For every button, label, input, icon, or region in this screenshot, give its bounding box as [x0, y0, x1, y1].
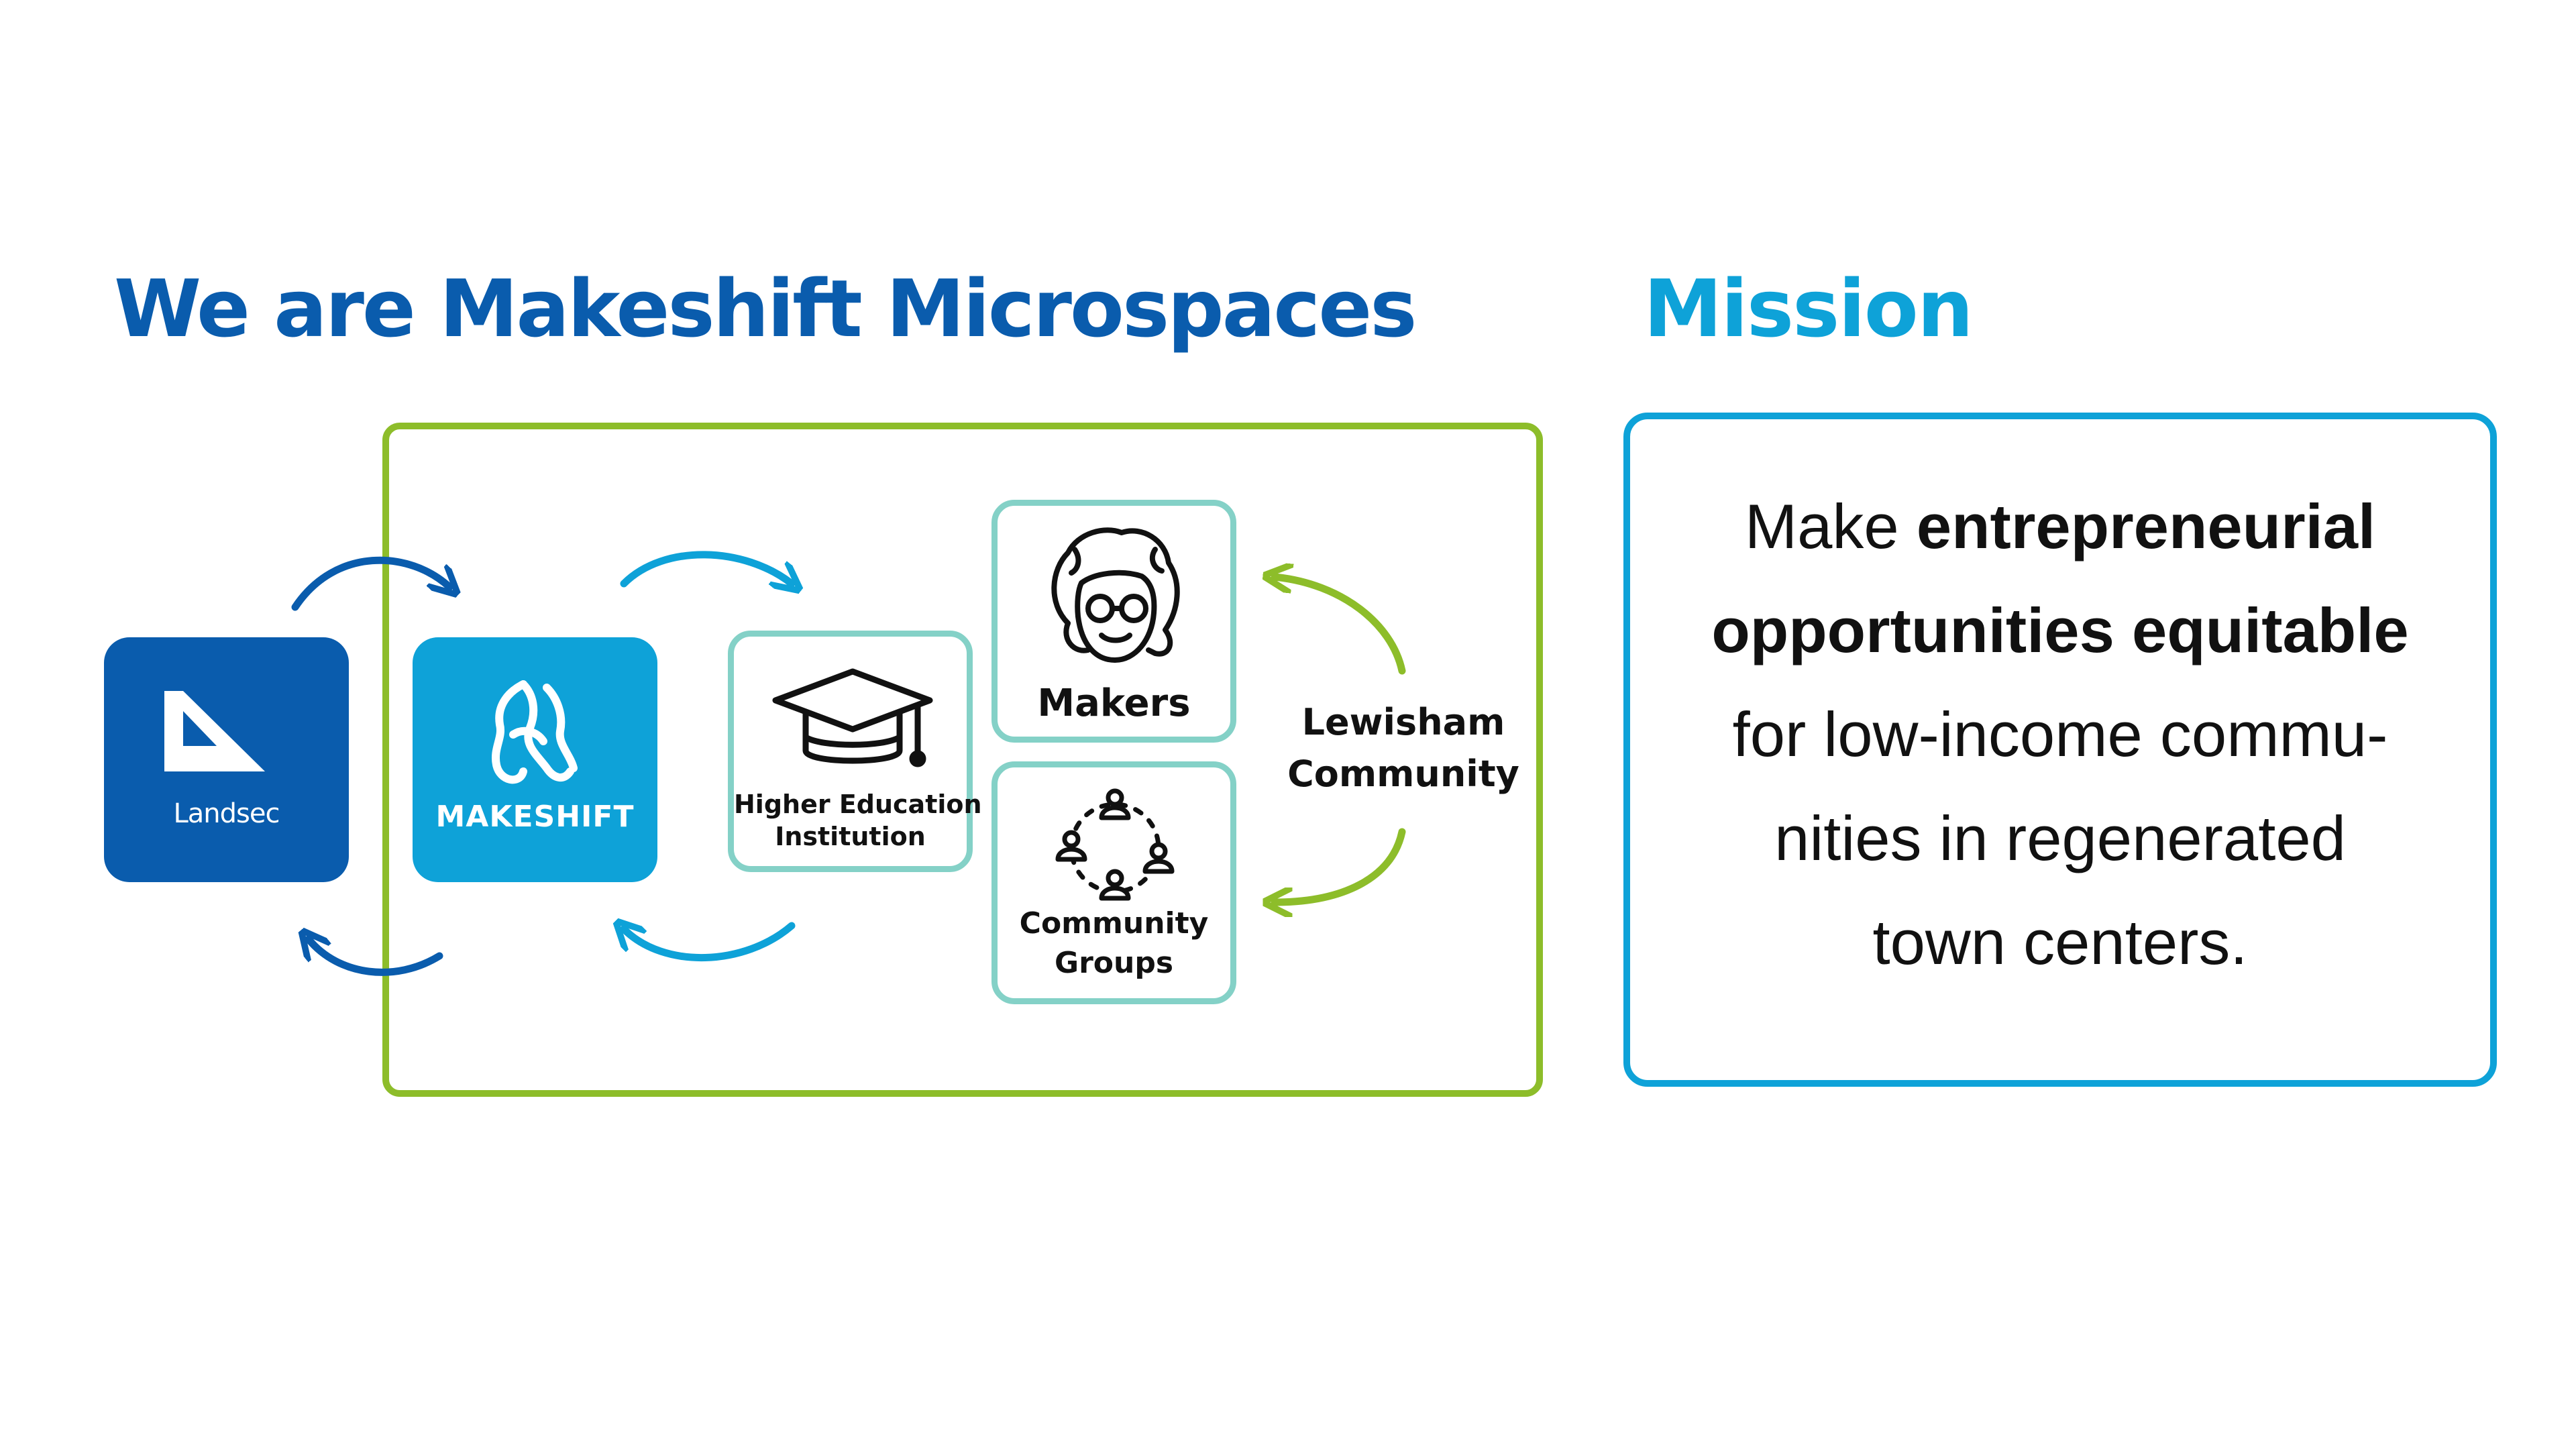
graduation-cap-icon	[772, 668, 933, 767]
mission-statement-box: Make entrepreneurial opportunities equit…	[1623, 413, 2497, 1087]
makeshift-logo-tile: MAKESHIFT	[413, 637, 657, 882]
landsec-logo-icon	[164, 691, 265, 771]
makeshift-ecosystem-frame	[382, 423, 1543, 1097]
mission-title: Mission	[1644, 262, 1974, 355]
makers-label: Makers	[1037, 682, 1191, 725]
mission-line-2: opportunities equitable	[1630, 594, 2490, 667]
hei-label-line-2: Institution	[775, 822, 926, 851]
groups-label-line-1: Community	[1019, 906, 1209, 941]
page-title: We are Makeshift Microspaces	[114, 262, 1417, 355]
mission-line-2-bold: opportunities equitable	[1711, 595, 2409, 665]
hei-label-line-1: Higher Education	[734, 790, 982, 819]
mission-line-1: Make entrepreneurial	[1630, 490, 2490, 564]
mission-line-4: nities in regenerated	[1774, 803, 2346, 873]
groups-label-line-2: Groups	[1054, 946, 1174, 980]
makeshift-logo-icon	[492, 680, 578, 784]
woman-face-icon	[1051, 527, 1180, 663]
lewisham-label-line-1: Lewisham	[1301, 701, 1505, 743]
mission-line-1-bold: entrepreneurial	[1916, 491, 2376, 561]
landsec-logo-tile: Landsec	[104, 637, 349, 882]
higher-education-node: Higher Education Institution	[728, 631, 982, 872]
makers-node: Makers	[991, 500, 1236, 743]
lewisham-label-line-2: Community	[1287, 753, 1519, 795]
mission-line-1-plain: Make	[1744, 491, 1917, 561]
community-people-icon	[1055, 788, 1175, 901]
makeshift-label: MAKESHIFT	[435, 800, 635, 834]
mission-line-3: for low-income commu-	[1732, 699, 2388, 769]
community-groups-node: Community Groups	[991, 761, 1236, 1004]
landsec-label: Landsec	[173, 798, 280, 829]
mission-line-5: town centers.	[1872, 907, 2248, 977]
